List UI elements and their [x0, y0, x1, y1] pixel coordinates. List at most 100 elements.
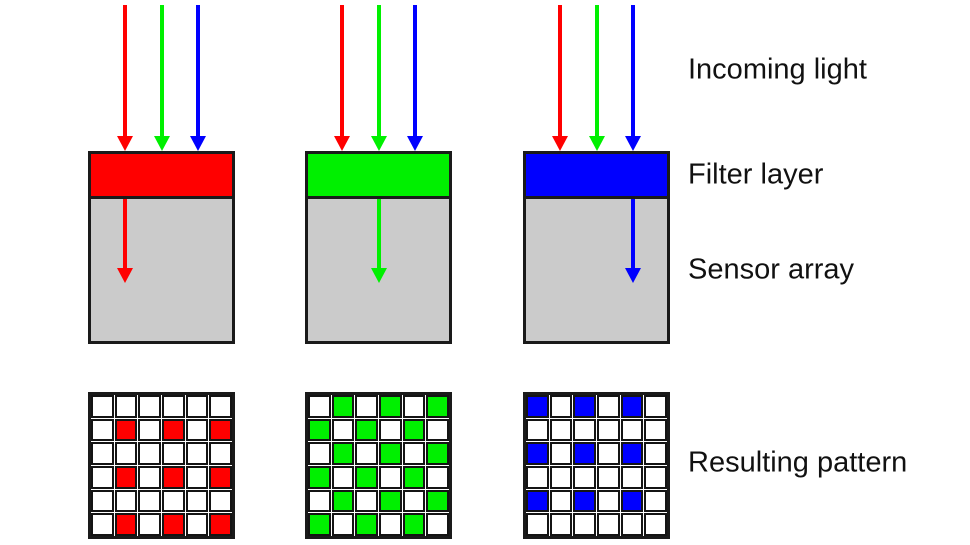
incoming-arrow-blue — [625, 5, 641, 151]
pattern-cell-white — [91, 489, 114, 513]
resulting-pattern-grid — [305, 392, 452, 539]
arrowhead — [552, 136, 568, 151]
pattern-cell-white — [426, 465, 449, 489]
transmitted-arrow-blue — [625, 199, 641, 283]
pattern-cell-white — [596, 418, 620, 442]
pattern-cell-blue — [573, 442, 596, 465]
incoming-arrow-red — [552, 5, 568, 151]
resulting-pattern-grid — [523, 392, 670, 539]
pattern-cell-blue — [526, 442, 549, 465]
pattern-cell-red — [161, 418, 185, 442]
incoming-arrow-red — [117, 5, 133, 151]
incoming-arrow-blue — [190, 5, 206, 151]
arrowhead — [371, 136, 387, 151]
incoming-arrow-green — [154, 5, 170, 151]
pattern-cell-white — [185, 465, 209, 489]
pattern-cell-red — [114, 418, 138, 442]
pattern-cell-blue — [526, 395, 549, 418]
pattern-cell-white — [331, 513, 355, 536]
pattern-cell-white — [185, 513, 209, 536]
pattern-cell-white — [185, 442, 209, 465]
pattern-cell-white — [549, 395, 573, 418]
arrowhead — [190, 136, 206, 151]
pattern-cell-white — [644, 489, 667, 513]
pattern-cell-white — [161, 489, 185, 513]
filter-layer-box — [91, 154, 232, 199]
arrowhead — [117, 136, 133, 151]
pattern-cell-green — [331, 489, 355, 513]
pattern-cell-white — [526, 418, 549, 442]
pattern-cell-green — [308, 418, 331, 442]
arrowhead — [334, 136, 350, 151]
pattern-cell-white — [114, 395, 138, 418]
pattern-cell-blue — [573, 489, 596, 513]
pattern-cell-white — [161, 442, 185, 465]
pattern-cell-white — [573, 418, 596, 442]
pattern-cell-blue — [620, 489, 644, 513]
pattern-cell-green — [355, 418, 378, 442]
filter-sensor-stack — [305, 151, 452, 344]
pattern-cell-blue — [526, 489, 549, 513]
arrowhead — [154, 136, 170, 151]
pattern-cell-blue — [573, 395, 596, 418]
pattern-cell-red — [161, 465, 185, 489]
pattern-cell-red — [161, 513, 185, 536]
pattern-cell-red — [114, 465, 138, 489]
transmitted-arrow-red — [117, 199, 133, 283]
pattern-cell-red — [209, 418, 232, 442]
pattern-cell-green — [402, 465, 426, 489]
pattern-cell-white — [331, 418, 355, 442]
pattern-cell-white — [549, 442, 573, 465]
arrowhead — [371, 268, 387, 283]
pattern-cell-white — [138, 489, 161, 513]
pattern-cell-green — [355, 465, 378, 489]
pattern-cell-white — [644, 465, 667, 489]
pattern-cell-white — [209, 395, 232, 418]
pattern-cell-white — [549, 418, 573, 442]
pattern-cell-red — [209, 513, 232, 536]
pattern-cell-white — [91, 395, 114, 418]
pattern-cell-white — [549, 513, 573, 536]
arrowhead — [625, 136, 641, 151]
red-filter-column — [88, 0, 235, 545]
pattern-cell-white — [138, 418, 161, 442]
pattern-cell-white — [138, 513, 161, 536]
filter-layer-box — [308, 154, 449, 199]
pattern-cell-white — [620, 465, 644, 489]
pattern-cell-green — [402, 418, 426, 442]
pattern-cell-green — [355, 513, 378, 536]
pattern-cell-green — [378, 395, 402, 418]
filter-sensor-stack — [88, 151, 235, 344]
pattern-cell-white — [596, 513, 620, 536]
pattern-cell-white — [644, 418, 667, 442]
pattern-cell-green — [308, 465, 331, 489]
incoming-arrow-green — [371, 5, 387, 151]
pattern-cell-white — [185, 489, 209, 513]
pattern-cell-white — [91, 513, 114, 536]
filter-sensor-stack — [523, 151, 670, 344]
pattern-cell-white — [620, 418, 644, 442]
pattern-cell-white — [331, 465, 355, 489]
filter-layer-box — [526, 154, 667, 199]
pattern-cell-white — [91, 442, 114, 465]
pattern-cell-white — [573, 513, 596, 536]
pattern-cell-white — [308, 442, 331, 465]
pattern-cell-white — [596, 395, 620, 418]
pattern-cell-green — [402, 513, 426, 536]
blue-filter-column — [523, 0, 670, 545]
pattern-cell-white — [355, 395, 378, 418]
pattern-cell-green — [308, 513, 331, 536]
pattern-cell-red — [209, 465, 232, 489]
pattern-cell-white — [549, 465, 573, 489]
label-resulting-pattern: Resulting pattern — [688, 446, 908, 479]
pattern-cell-green — [426, 395, 449, 418]
pattern-cell-white — [138, 465, 161, 489]
pattern-cell-white — [185, 395, 209, 418]
pattern-cell-green — [426, 442, 449, 465]
label-filter-layer: Filter layer — [688, 158, 824, 191]
pattern-cell-white — [91, 465, 114, 489]
incoming-arrow-blue — [407, 5, 423, 151]
pattern-cell-green — [378, 442, 402, 465]
resulting-pattern-grid — [88, 392, 235, 539]
